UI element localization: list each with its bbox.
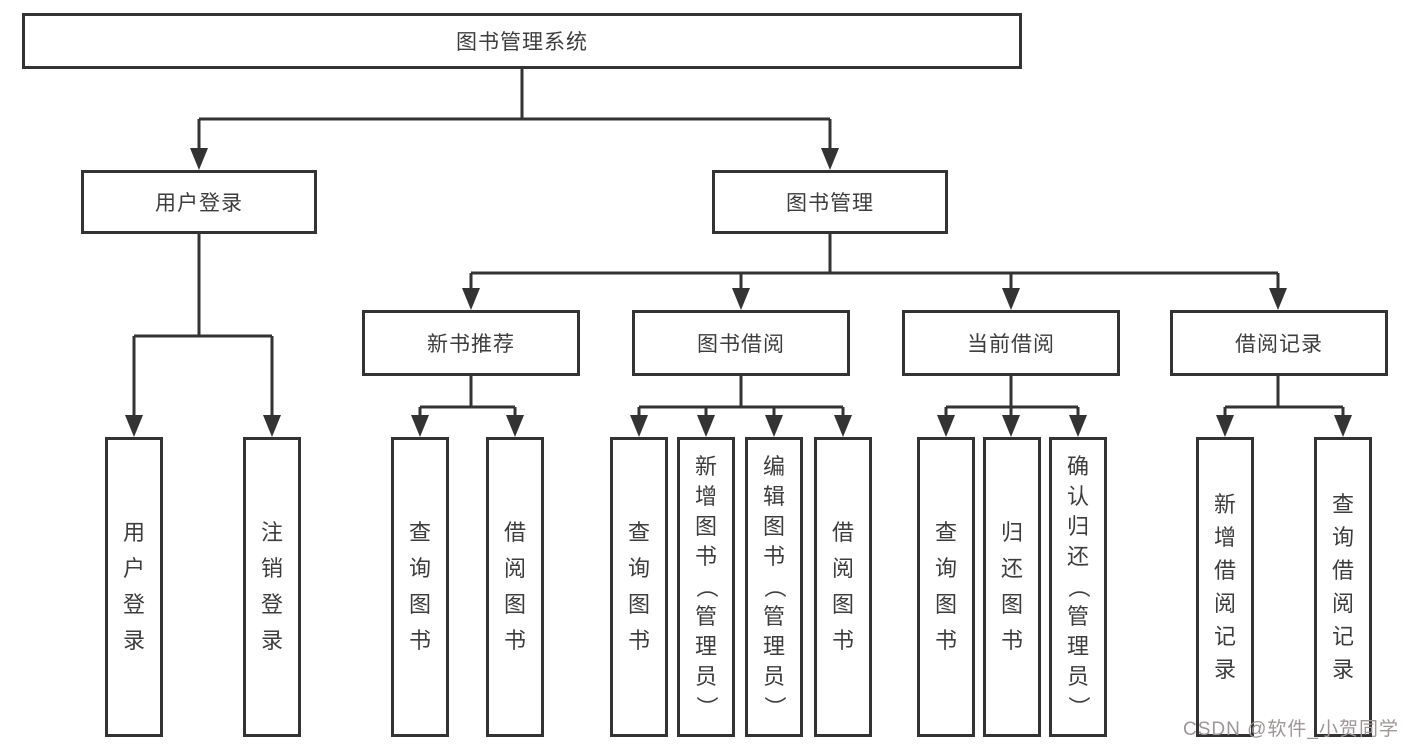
leaf-label: 新增图书（管理员） <box>693 454 719 719</box>
node-borrow-record: 借阅记录 <box>1170 310 1388 376</box>
leaf-label: 查询借阅记录 <box>1331 491 1354 682</box>
node-label: 图书管理 <box>786 192 874 215</box>
leaf-label: 查询图书 <box>934 520 957 653</box>
node-label: 当前借阅 <box>967 333 1055 356</box>
node-book-borrow: 图书借阅 <box>632 310 850 376</box>
leaf-label: 借阅图书 <box>831 520 854 653</box>
leaf-label: 确认归还（管理员） <box>1065 454 1091 719</box>
leaf-query-books-borrow: 查询图书 <box>610 437 668 737</box>
node-label: 新书推荐 <box>427 333 515 356</box>
leaf-return-books: 归还图书 <box>983 437 1041 737</box>
leaf-label: 用户登录 <box>122 520 145 653</box>
leaf-label: 新增借阅记录 <box>1213 491 1236 682</box>
node-label: 图书管理系统 <box>456 31 588 54</box>
node-book-management: 图书管理 <box>712 170 948 234</box>
leaf-label: 查询图书 <box>627 520 650 653</box>
leaf-borrow-books: 借阅图书 <box>814 437 872 737</box>
leaf-query-books-recommend: 查询图书 <box>391 437 449 737</box>
leaf-query-borrow-record: 查询借阅记录 <box>1314 437 1372 737</box>
node-user-login: 用户登录 <box>81 170 317 234</box>
leaf-label: 编辑图书（管理员） <box>761 454 787 719</box>
node-label: 借阅记录 <box>1235 333 1323 356</box>
leaf-label: 查询图书 <box>408 520 431 653</box>
csdn-watermark: CSDN @软件_小贺同学 <box>1183 719 1399 740</box>
leaf-label: 注销登录 <box>260 520 283 653</box>
leaf-add-borrow-record: 新增借阅记录 <box>1196 437 1254 737</box>
leaf-add-books-admin: 新增图书（管理员） <box>677 437 735 737</box>
leaf-logout: 注销登录 <box>243 437 301 737</box>
leaf-query-books-current: 查询图书 <box>917 437 975 737</box>
node-current-borrow: 当前借阅 <box>902 310 1120 376</box>
leaf-user-login: 用户登录 <box>105 437 163 737</box>
leaf-label: 归还图书 <box>1000 520 1023 653</box>
leaf-confirm-return-admin: 确认归还（管理员） <box>1049 437 1107 737</box>
node-new-book-recommend: 新书推荐 <box>362 310 580 376</box>
arrowheads <box>125 148 1352 437</box>
node-label: 用户登录 <box>155 192 243 215</box>
leaf-borrow-books-recommend: 借阅图书 <box>486 437 544 737</box>
node-label: 图书借阅 <box>697 333 785 356</box>
leaf-label: 借阅图书 <box>503 520 526 653</box>
leaf-edit-books-admin: 编辑图书（管理员） <box>745 437 803 737</box>
node-system-root: 图书管理系统 <box>22 13 1022 69</box>
